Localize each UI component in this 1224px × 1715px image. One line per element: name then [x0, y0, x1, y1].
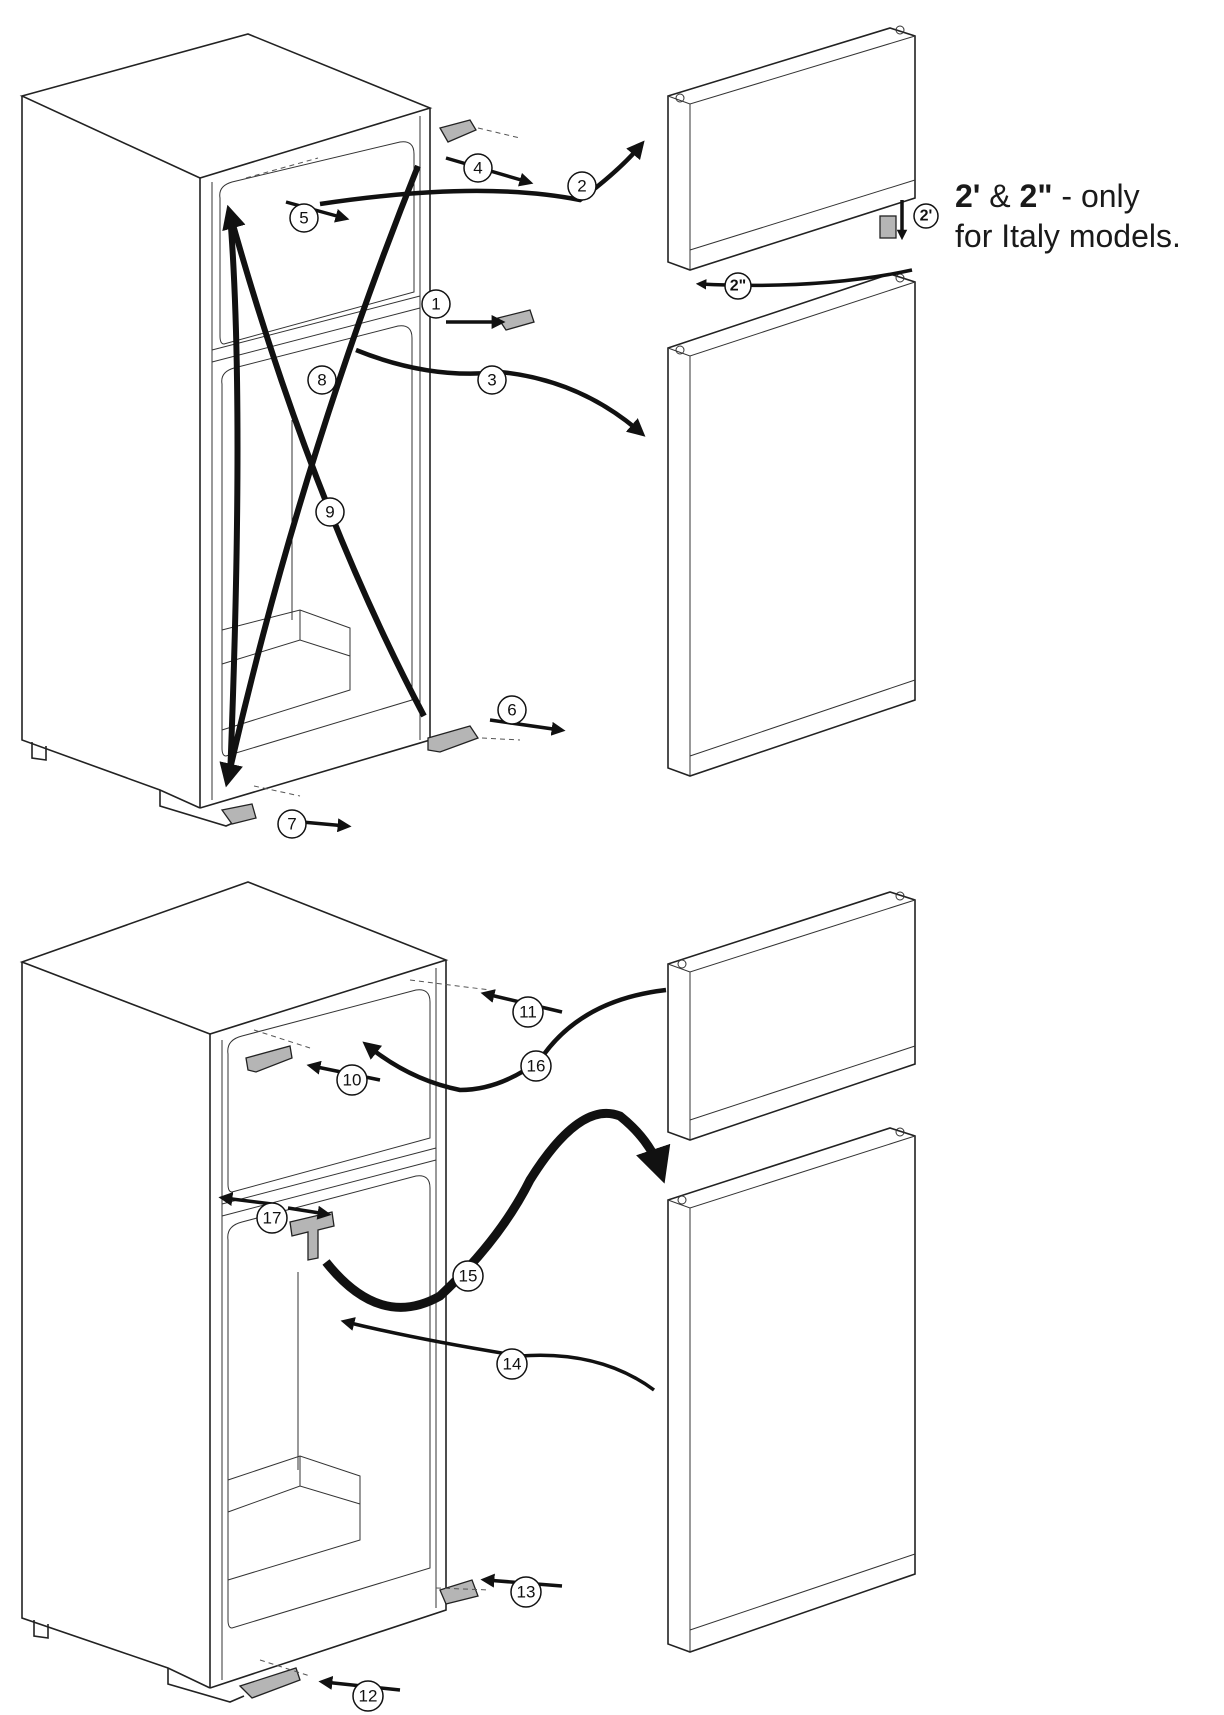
step-label-6: 6: [497, 695, 527, 725]
italy-bracket: [879, 215, 897, 239]
svg-text:9: 9: [325, 503, 334, 522]
svg-text:10: 10: [343, 1071, 362, 1090]
arrow-side-line: [227, 213, 241, 779]
svg-text:12: 12: [359, 1687, 378, 1706]
step-label-2-double-prime: 2": [724, 272, 752, 300]
note-only: - only: [1061, 178, 1140, 214]
step-label-4: 4: [463, 153, 493, 183]
step-label-11: 11: [512, 996, 544, 1028]
arrow-step-15: [322, 1108, 671, 1312]
arrow-step-16: [362, 987, 667, 1093]
step-label-2-prime: 2': [913, 203, 939, 229]
svg-text:2": 2": [730, 278, 746, 295]
svg-text:15: 15: [459, 1267, 478, 1286]
note-bold-2-prime: 2': [955, 178, 981, 214]
note-ampersand: &: [989, 178, 1011, 214]
arrow-step-17-left: [218, 1192, 273, 1206]
step-label-8: 8: [307, 365, 337, 395]
arrow-step-9: [222, 204, 427, 718]
svg-text:17: 17: [263, 1209, 282, 1228]
fridge-door-reinstall: [667, 1127, 916, 1653]
step-label-13: 13: [510, 1576, 542, 1608]
freezer-door-removed: [667, 25, 916, 271]
arrow-step-6: [489, 718, 566, 736]
step-label-16: 16: [520, 1050, 552, 1082]
fridge-bottom-cabinet: [19, 881, 491, 1703]
step-label-1: 1: [421, 289, 451, 319]
svg-text:6: 6: [507, 701, 516, 720]
svg-text:16: 16: [527, 1057, 546, 1076]
svg-text:5: 5: [299, 209, 308, 228]
step-label-7: 7: [277, 809, 307, 839]
step-label-14: 14: [496, 1348, 528, 1380]
step-label-5: 5: [289, 203, 319, 233]
step-label-9: 9: [315, 497, 345, 527]
svg-text:2': 2': [920, 208, 933, 225]
fridge-top-cabinet: [19, 33, 535, 827]
svg-text:2: 2: [577, 177, 586, 196]
note-line-1: 2' & 2" - only: [955, 176, 1181, 216]
svg-text:1: 1: [431, 295, 440, 314]
note-line-2: for Italy models.: [955, 218, 1181, 254]
svg-text:14: 14: [503, 1355, 522, 1374]
arrow-step-2: [319, 140, 645, 207]
svg-text:3: 3: [487, 371, 496, 390]
svg-text:13: 13: [517, 1583, 536, 1602]
step-label-12: 12: [352, 1680, 384, 1712]
svg-text:11: 11: [519, 1003, 537, 1022]
italy-models-note: 2' & 2" - only for Italy models.: [955, 176, 1181, 256]
note-bold-2-double-prime: 2": [1019, 178, 1053, 214]
svg-text:8: 8: [317, 371, 326, 390]
svg-text:7: 7: [287, 815, 296, 834]
step-label-3: 3: [477, 365, 507, 395]
step-label-17: 17: [256, 1202, 288, 1234]
step-label-15: 15: [452, 1260, 484, 1292]
step-label-10: 10: [336, 1064, 368, 1096]
arrow-step-17-right: [287, 1205, 332, 1220]
freezer-door-reinstall: [667, 891, 916, 1141]
step-label-2: 2: [567, 171, 597, 201]
svg-text:4: 4: [473, 159, 482, 178]
fridge-door-removed: [667, 273, 916, 777]
arrow-step-8: [219, 164, 421, 788]
